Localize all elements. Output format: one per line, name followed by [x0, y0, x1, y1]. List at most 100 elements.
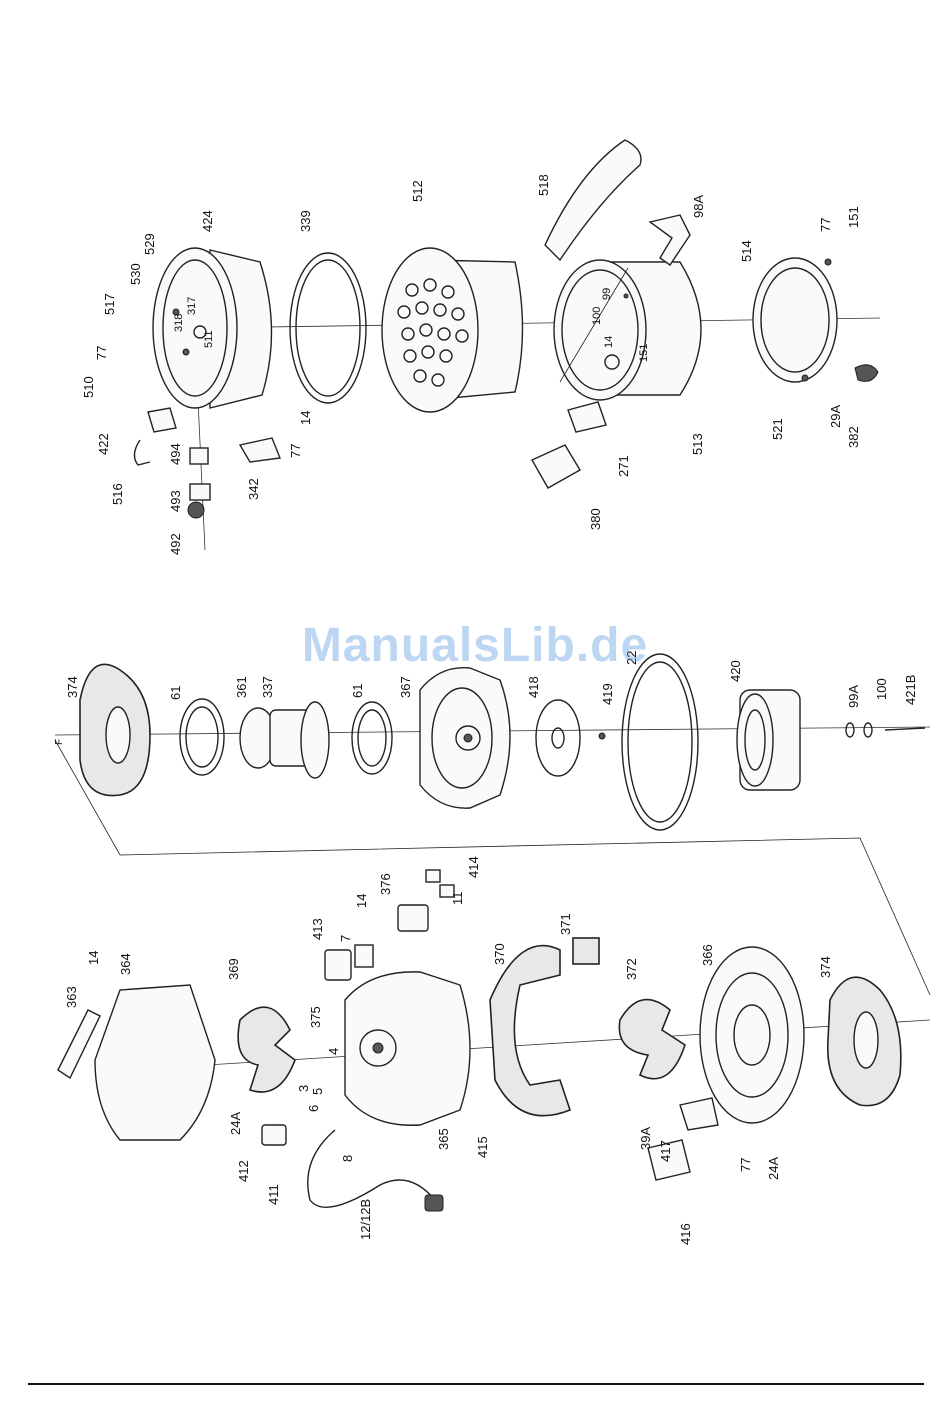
cover-364 [94, 984, 216, 1141]
part-412 [261, 1124, 287, 1146]
knob-492 [187, 501, 205, 519]
callout-375: 375 [308, 1006, 323, 1028]
callout-412: 412 [236, 1160, 251, 1182]
clamp-39A [647, 1139, 691, 1181]
callout-365: 365 [436, 1128, 451, 1150]
callout-24A-b: 24A [766, 1157, 781, 1180]
clamp-417 [679, 1097, 719, 1131]
callout-512: 512 [410, 180, 425, 202]
callout-14-c: 14 [86, 951, 101, 965]
callout-513: 513 [690, 433, 705, 455]
middle-assembly [54, 653, 931, 996]
callout-366: 366 [700, 944, 715, 966]
callout-374-a: 374 [65, 676, 80, 698]
base-plate-366 [699, 946, 805, 1124]
callout-4: 4 [326, 1048, 341, 1055]
callout-517: 517 [102, 293, 117, 315]
callout-61-a: 61 [168, 686, 183, 700]
handle-380 [531, 444, 581, 489]
foam-369 [237, 1006, 296, 1093]
callout-39A: 39A [638, 1127, 653, 1150]
callout-14-d: 14 [354, 894, 369, 908]
callout-364: 364 [118, 953, 133, 975]
footer-rule [28, 1383, 924, 1385]
washer-419 [598, 732, 606, 740]
callout-420: 420 [728, 660, 743, 682]
callout-518: 518 [536, 174, 551, 196]
callout-98A: 98A [691, 195, 706, 218]
head-housing-424 [152, 247, 273, 409]
callout-380: 380 [588, 508, 603, 530]
gasket-22 [621, 653, 699, 831]
callout-418: 418 [526, 676, 541, 698]
callout-342: 342 [246, 478, 261, 500]
latch-422 [147, 407, 177, 433]
foam-ring-hole [105, 706, 131, 764]
gasket-22-inner [627, 661, 693, 823]
callout-371: 371 [558, 913, 573, 935]
clip-98A [648, 214, 691, 266]
callout-61-b: 61 [350, 684, 365, 698]
callout-6: 6 [306, 1105, 321, 1112]
washer-99A [845, 722, 855, 738]
callout-510: 510 [81, 376, 96, 398]
callout-361: 361 [234, 676, 249, 698]
disc-418-hole [551, 727, 565, 749]
callout-414: 414 [466, 856, 481, 878]
hook-516 [133, 439, 151, 466]
callout-417: 417 [658, 1140, 673, 1162]
callout-511: 511 [203, 330, 215, 348]
part-494 [189, 447, 209, 465]
filter-cartridge-512 [381, 247, 524, 413]
tank-513 [553, 259, 702, 401]
callout-530: 530 [128, 263, 143, 285]
latch-342 [238, 437, 281, 463]
callout-494: 494 [168, 443, 183, 465]
callout-337: 337 [260, 676, 275, 698]
plate-7 [354, 944, 374, 968]
callout-415: 415 [475, 1136, 490, 1158]
hose-518 [544, 139, 642, 262]
callout-77-d: 77 [738, 1158, 753, 1172]
foam-372 [618, 998, 686, 1080]
callout-422: 422 [96, 433, 111, 455]
motor-361-337 [239, 701, 330, 779]
bracket-413 [324, 949, 352, 981]
callout-424: 424 [200, 210, 215, 232]
lower-callouts: 363 14 364 369 375 413 7 376 14 414 11 4… [64, 856, 833, 1245]
callout-14-a: 14 [298, 411, 313, 425]
callout-22: 22 [624, 651, 639, 665]
callout-99A: 99A [846, 685, 861, 708]
callout-77-b: 77 [288, 444, 303, 458]
ring-61-a [179, 698, 225, 776]
foam-370 [489, 944, 571, 1117]
upper-vertical-axis [197, 399, 206, 551]
caster-382 [854, 364, 879, 382]
strip-363 [57, 1009, 101, 1080]
callout-100: 100 [874, 678, 889, 700]
ring-61-a-inner [185, 706, 219, 768]
callout-421B: 421B [903, 675, 918, 705]
callout-413: 413 [310, 918, 325, 940]
callout-419: 419 [600, 683, 615, 705]
switch-376 [397, 904, 429, 932]
terminal-414-a [425, 869, 441, 883]
callout-99: 99 [601, 288, 613, 300]
callout-514: 514 [739, 240, 754, 262]
callout-11: 11 [450, 892, 465, 906]
base-housing-365 [344, 971, 471, 1126]
callout-363: 363 [64, 986, 79, 1008]
foam-ring-bottom-hole [853, 1011, 879, 1069]
plug [424, 1194, 444, 1212]
motor-housing-367 [419, 666, 511, 809]
callout-339: 339 [298, 210, 313, 232]
callout-5: 5 [310, 1088, 325, 1095]
callout-411: 411 [266, 1184, 281, 1205]
callout-77-a: 77 [94, 346, 109, 360]
callout-3: 3 [296, 1085, 311, 1092]
callout-521: 521 [770, 418, 785, 440]
dolly-ring-514 [752, 257, 838, 383]
callout-12-12B: 12/12B [358, 1199, 373, 1240]
